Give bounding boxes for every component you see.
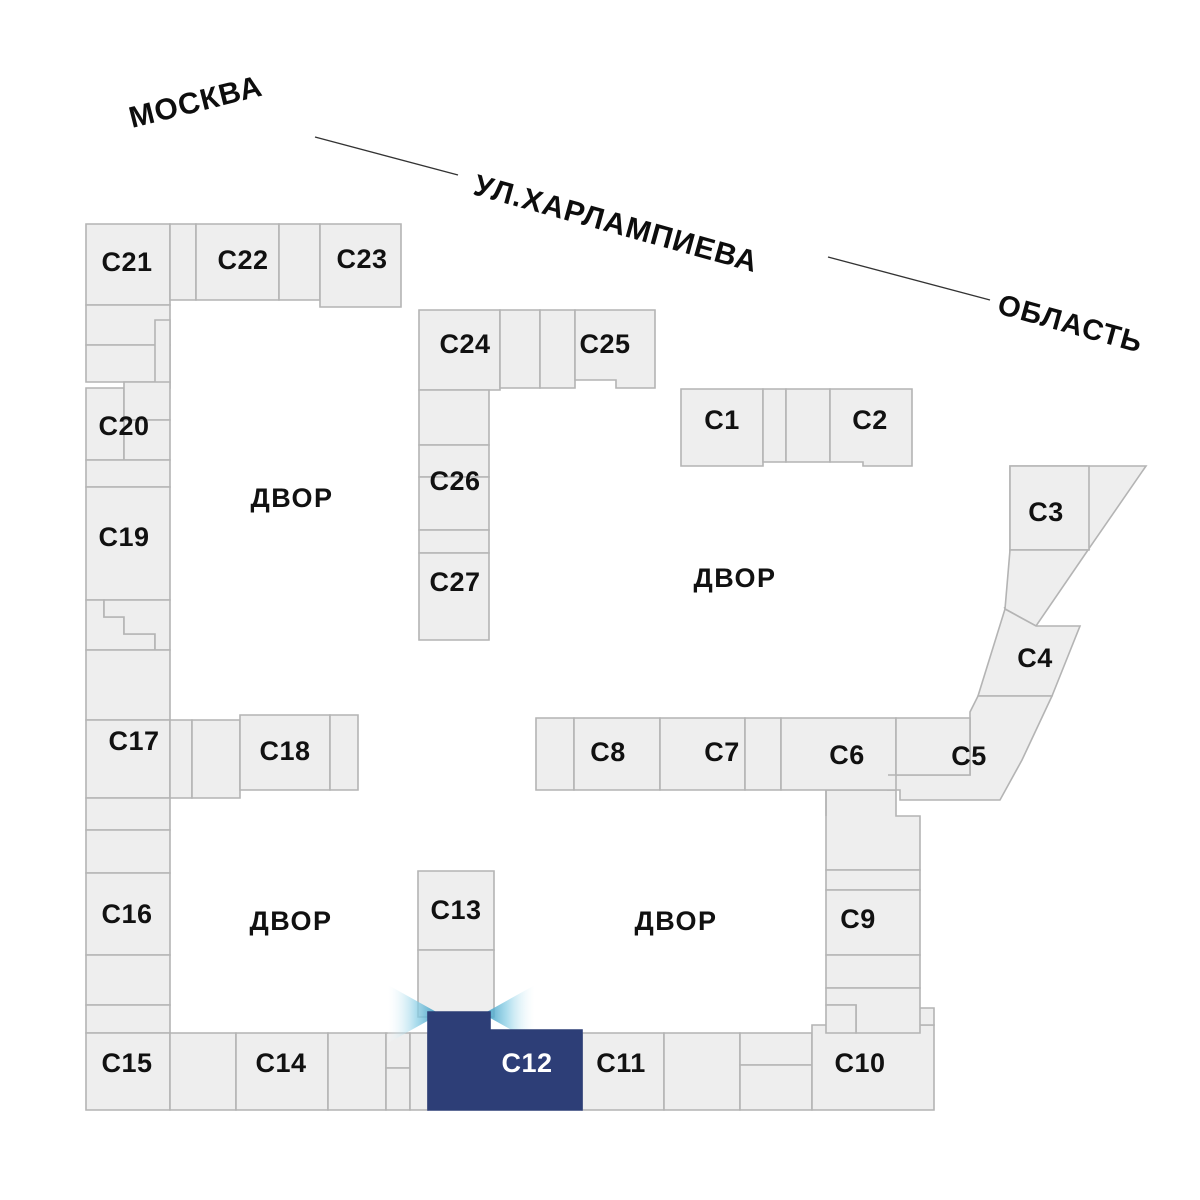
building-shape-step-2[interactable] <box>103 599 171 651</box>
building-label-C7: C7 <box>704 737 740 767</box>
building-shape-C1[interactable] <box>680 388 764 467</box>
building-shape-C1-annex[interactable] <box>762 388 787 463</box>
block-east-angled <box>887 465 1148 801</box>
building-label-C15: C15 <box>101 1048 152 1078</box>
building-label-C17: C17 <box>108 726 159 756</box>
building-shape-wing-3[interactable] <box>418 529 490 554</box>
building-shape-C17-C18-link-a[interactable] <box>169 719 193 799</box>
building-shape-C7-annex[interactable] <box>744 717 782 791</box>
street-label-moscow: МОСКВА <box>126 70 266 135</box>
building-shape-C22-b[interactable] <box>278 223 321 301</box>
block-northwest <box>85 223 402 1034</box>
building-label-C19: C19 <box>98 522 149 552</box>
building-label-C5: C5 <box>951 741 987 771</box>
building-label-C24: C24 <box>439 329 490 359</box>
building-shape-C23[interactable] <box>319 223 402 308</box>
block-northeast <box>680 388 913 467</box>
selected-building-group[interactable] <box>427 1011 583 1111</box>
building-shape-C21-annex[interactable] <box>169 223 197 301</box>
building-shape-C14-annex[interactable] <box>327 1032 387 1111</box>
building-shape-wing-1[interactable] <box>418 389 490 446</box>
building-label-C26: C26 <box>429 466 480 496</box>
building-label-C13: C13 <box>430 895 481 925</box>
building-label-C4: C4 <box>1017 643 1053 673</box>
courtyard-labels: ДВОР ДВОР ДВОР ДВОР <box>249 483 776 936</box>
building-label-C25: C25 <box>579 329 630 359</box>
building-label-C14: C14 <box>255 1048 306 1078</box>
building-label-C12: C12 <box>501 1048 552 1078</box>
building-shape-C18-b[interactable] <box>329 714 359 791</box>
building-shape-C12[interactable] <box>427 1011 583 1111</box>
building-shape-below-C9-a[interactable] <box>825 954 921 989</box>
building-label-C3: C3 <box>1028 497 1064 527</box>
street-label-main: УЛ.ХАРЛАМПИЕВА <box>470 169 762 279</box>
block-east-strip <box>825 789 921 1034</box>
building-label-C2: C2 <box>852 405 888 435</box>
building-label-C20: C20 <box>98 411 149 441</box>
leader-line-right <box>827 256 991 301</box>
building-shape-C25-annex[interactable] <box>539 309 576 389</box>
building-shape-pre-C12-b[interactable] <box>385 1067 411 1111</box>
building-label-C9: C9 <box>840 904 876 934</box>
selection-markers <box>388 985 535 1043</box>
building-shape-left-strip-3[interactable] <box>85 459 171 488</box>
building-shape-C2[interactable] <box>829 388 913 467</box>
selection-marker-right-icon <box>483 985 535 1043</box>
building-shape-C4[interactable] <box>976 607 1082 697</box>
selection-marker-left-icon <box>388 985 440 1043</box>
building-shape-C17-a[interactable] <box>85 649 171 721</box>
building-shape-C2-annex[interactable] <box>785 388 831 463</box>
building-shape-left-strip-4[interactable] <box>85 797 171 831</box>
building-shape-left-strip-5[interactable] <box>85 829 171 874</box>
building-shape-C24-annex[interactable] <box>499 309 541 389</box>
courtyard-label-ne: ДВОР <box>693 563 776 593</box>
building-shape-C27[interactable] <box>418 552 490 641</box>
building-label-C1: C1 <box>704 405 740 435</box>
courtyard-label-nw: ДВОР <box>250 483 333 513</box>
building-label-C8: C8 <box>590 737 626 767</box>
building-label-C6: C6 <box>829 740 865 770</box>
leader-line-left <box>314 136 459 176</box>
building-label-C11: C11 <box>596 1048 646 1078</box>
building-shape-above-C9-b[interactable] <box>825 869 921 891</box>
block-middle-wing <box>418 309 656 641</box>
building-shape-C5-inner[interactable] <box>888 717 971 776</box>
building-labels: C1 C2 C3 C4 C5 C6 C7 C8 C9 C10 C11 C12 C… <box>98 244 1063 1078</box>
building-shape-C25[interactable] <box>574 309 656 389</box>
building-shape-pre-C10-b[interactable] <box>739 1064 813 1111</box>
building-shape-above-C9-a[interactable] <box>825 789 921 871</box>
building-label-C10: C10 <box>834 1048 885 1078</box>
building-label-C27: C27 <box>429 567 480 597</box>
courtyard-label-sw: ДВОР <box>249 906 332 936</box>
building-label-C22: C22 <box>217 245 268 275</box>
building-shape-C13-lower[interactable] <box>417 949 495 1018</box>
building-label-C18: C18 <box>259 736 310 766</box>
building-shape-pre-C10-a[interactable] <box>739 1032 813 1066</box>
building-shape-C3-C4-link[interactable] <box>1004 549 1090 628</box>
building-label-C21: C21 <box>101 247 152 277</box>
building-shape-pre-C12-c[interactable] <box>409 1032 429 1111</box>
building-shape-below-C9-c[interactable] <box>825 1004 857 1034</box>
courtyard-label-se: ДВОР <box>634 906 717 936</box>
building-shape-C15-annex[interactable] <box>169 1032 237 1111</box>
building-shape-C11-annex[interactable] <box>663 1032 741 1111</box>
street-leader-lines <box>314 136 991 301</box>
building-shape-C8-annex-left[interactable] <box>535 717 575 791</box>
building-label-C16: C16 <box>101 899 152 929</box>
building-shape-left-strip-6[interactable] <box>85 954 171 1006</box>
block-C13-wing <box>417 870 495 1018</box>
building-shape-left-notch-1[interactable] <box>154 319 171 389</box>
building-shape-C24[interactable] <box>418 309 501 391</box>
street-label-oblast: ОБЛАСТЬ <box>994 289 1146 360</box>
building-shape-C17-C18-link-b[interactable] <box>191 719 241 799</box>
building-shape-left-strip-7[interactable] <box>85 1004 171 1034</box>
block-row-c6-c8 <box>535 717 971 816</box>
building-label-C23: C23 <box>336 244 387 274</box>
